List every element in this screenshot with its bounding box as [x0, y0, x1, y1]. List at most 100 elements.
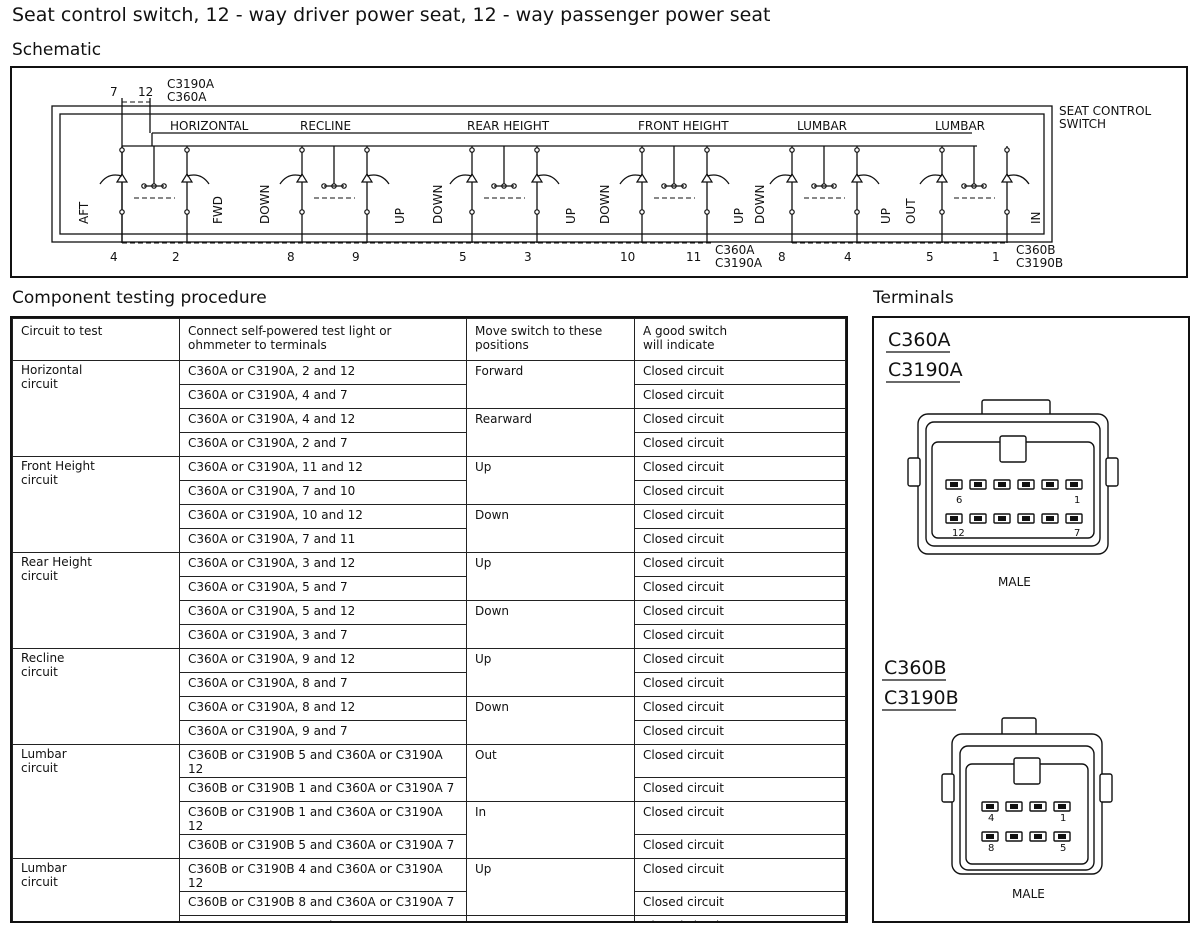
pin-label: 5 — [459, 250, 467, 264]
pin-label: 4 — [844, 250, 852, 264]
component-label: SWITCH — [1059, 117, 1106, 131]
terminal-dot — [639, 147, 645, 153]
terminal-dot — [119, 209, 125, 215]
switch-arm — [706, 174, 730, 185]
terminal-dot — [184, 147, 190, 153]
switch-housing-outer — [51, 105, 1053, 243]
terminals-cell: C360A or C3190A, 2 and 12 — [179, 360, 467, 385]
terminal-dot — [534, 209, 540, 215]
connector-name: C360B — [884, 657, 947, 679]
pin-label: 7 — [110, 85, 118, 99]
procedure-heading: Component testing procedure — [12, 288, 267, 308]
terminal-pin-inner — [1034, 804, 1042, 809]
terminal-dot — [789, 147, 795, 153]
terminal-dot — [184, 209, 190, 215]
table-row: C360B or C3190B 1 and C360A or C3190A 12… — [13, 801, 846, 859]
side-latch — [1105, 457, 1119, 487]
switch-label: RECLINE — [300, 119, 351, 133]
connector-label: C3190A — [715, 256, 763, 270]
position-cell: Down — [466, 504, 635, 553]
terminal-dot — [469, 147, 475, 153]
side-latch — [907, 457, 921, 487]
position-cell: In — [466, 801, 635, 859]
connector-name: C360A — [888, 329, 951, 351]
switch-arm — [856, 174, 880, 185]
terminals-cell: C360A or C3190A, 3 and 12 — [179, 552, 467, 577]
pin-number: 4 — [988, 813, 994, 824]
position-cell: Forward — [466, 360, 635, 409]
connector-label: C3190A — [167, 77, 215, 91]
pin-label: 11 — [686, 250, 701, 264]
terminals-cell: C360A or C3190A, 4 and 12 — [179, 408, 467, 433]
terminal-pin-inner — [998, 516, 1006, 521]
pin-label: 8 — [287, 250, 295, 264]
terminals-cell: C360A or C3190A, 8 and 12 — [179, 696, 467, 721]
terminals-cell: C360A or C3190A, 7 and 11 — [179, 528, 467, 553]
switch-arm — [279, 174, 303, 185]
terminal-dot — [299, 147, 305, 153]
position-cell: Up — [466, 456, 635, 505]
terminals-cell: C360B or C3190B 8 and C360A or C3190A 7 — [179, 891, 467, 916]
position-cell: Out — [466, 744, 635, 802]
terminal-pin-inner — [1010, 804, 1018, 809]
terminals-cell: C360A or C3190A, 11 and 12 — [179, 456, 467, 481]
result-cell: Closed circuit — [634, 456, 846, 481]
page-title: Seat control switch, 12 - way driver pow… — [12, 4, 771, 26]
terminal-pin-inner — [1034, 834, 1042, 839]
terminals-cell: C360A or C3190A, 10 and 12 — [179, 504, 467, 529]
terminal-pin-inner — [1022, 516, 1030, 521]
result-cell: Closed circuit — [634, 552, 846, 577]
circuit-cell: Horizontal circuit — [12, 360, 180, 457]
column-header: Connect self-powered test light or ohmme… — [179, 318, 467, 361]
direction-label: DOWN — [431, 184, 445, 224]
result-cell: Closed circuit — [634, 576, 846, 601]
terminal-pin-inner — [1046, 516, 1054, 521]
column-header: Move switch to these positions — [466, 318, 635, 361]
terminal-dot — [704, 147, 710, 153]
terminal-pin-inner — [986, 834, 994, 839]
terminals-cell: C360B or C3190B 8 and C360A or C3190A 12 — [179, 915, 467, 921]
terminal-pin-inner — [1070, 482, 1078, 487]
terminal-pin-inner — [1010, 834, 1018, 839]
result-cell: Closed circuit — [634, 624, 846, 649]
terminal-dot — [1004, 209, 1010, 215]
result-cell: Closed circuit — [634, 672, 846, 697]
terminal-dot — [534, 147, 540, 153]
result-cell: Closed circuit — [634, 408, 846, 433]
result-cell: Closed circuit — [634, 600, 846, 625]
direction-label: IN — [1029, 211, 1043, 224]
pin-label: 1 — [992, 250, 1000, 264]
terminal-pin-inner — [998, 482, 1006, 487]
result-cell: Closed circuit — [634, 744, 846, 778]
terminal-dot — [364, 209, 370, 215]
pin-label: 4 — [110, 250, 118, 264]
result-cell: Closed circuit — [634, 504, 846, 529]
switch-label: LUMBAR — [797, 119, 847, 133]
result-cell: Closed circuit — [634, 720, 846, 745]
result-cell: Closed circuit — [634, 432, 846, 457]
position-cell: Up — [466, 552, 635, 601]
result-cell: Closed circuit — [634, 384, 846, 409]
terminal-pin-inner — [986, 804, 994, 809]
terminal-pin-inner — [974, 516, 982, 521]
direction-label: FWD — [211, 196, 225, 224]
terminal-dot — [789, 209, 795, 215]
position-cell: Rearward — [466, 408, 635, 457]
pin-label: 12 — [138, 85, 153, 99]
direction-label: UP — [393, 208, 407, 224]
component-label: SEAT CONTROL — [1059, 104, 1152, 118]
pin-number: 12 — [952, 528, 965, 539]
column-header: Circuit to test — [12, 318, 180, 361]
